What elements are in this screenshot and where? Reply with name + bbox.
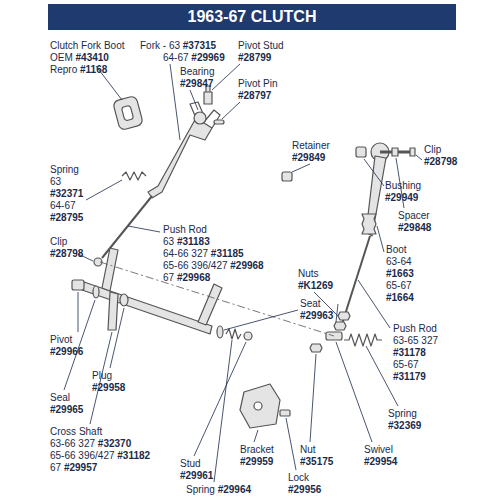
stud bbox=[244, 332, 252, 340]
part-label: Plug bbox=[92, 370, 112, 382]
part-label: Nuts bbox=[298, 268, 319, 280]
part-label: 63-64 bbox=[386, 256, 412, 268]
part-label: Cross Shaft bbox=[50, 426, 102, 438]
part-number: #28795 bbox=[50, 212, 83, 224]
part-label: Spacer bbox=[398, 210, 430, 222]
pivot-pin bbox=[214, 120, 224, 124]
part-label: 63 #31183 bbox=[163, 236, 210, 248]
part-label: Fork - 63 #37315 bbox=[140, 40, 216, 52]
cross-shaft bbox=[82, 282, 212, 334]
part-number: #29956 bbox=[288, 484, 321, 496]
part-label: 63 bbox=[50, 176, 61, 188]
part-number: #28798 bbox=[424, 156, 457, 168]
part-number: #29949 bbox=[385, 192, 418, 204]
part-number: #29849 bbox=[292, 152, 325, 164]
pivot bbox=[72, 280, 84, 290]
part-label: Seal bbox=[50, 392, 70, 404]
part-number: #28798 bbox=[50, 248, 83, 260]
part-label: Repro #1168 bbox=[50, 64, 107, 76]
part-number: #29965 bbox=[50, 404, 83, 416]
part-label: Stud bbox=[180, 458, 201, 470]
part-label: 64-67 #29969 bbox=[163, 52, 225, 64]
part-label: 65-66 396/427 #31182 bbox=[50, 450, 150, 462]
seal bbox=[93, 286, 99, 298]
part-label: Retainer bbox=[292, 140, 330, 152]
spring-29964 bbox=[226, 329, 241, 339]
part-label: 65-67 bbox=[386, 280, 412, 292]
part-label: Pivot Stud bbox=[238, 40, 284, 52]
part-label: 67 #29957 bbox=[50, 462, 97, 474]
part-label: Pivot Pin bbox=[238, 78, 277, 90]
nut-35175 bbox=[310, 344, 322, 352]
fork-spring bbox=[122, 172, 146, 180]
part-number: #32371 bbox=[50, 188, 83, 200]
part-number: #29966 bbox=[50, 346, 83, 358]
part-number: #32369 bbox=[388, 420, 421, 432]
part-label: Pivot bbox=[50, 334, 72, 346]
bracket bbox=[240, 384, 280, 428]
part-label: OEM #43410 bbox=[50, 52, 109, 64]
part-label: Push Rod bbox=[163, 224, 207, 236]
part-label: 65-66 396/427 #29968 bbox=[163, 260, 264, 272]
clutch-fork bbox=[148, 118, 212, 198]
part-number: #29959 bbox=[240, 456, 273, 468]
part-label: 63-66 327 #32370 bbox=[50, 438, 131, 450]
part-label: 64-66 327 #31185 bbox=[163, 248, 244, 260]
part-number: #29961 bbox=[180, 470, 213, 482]
part-number: #29847 bbox=[180, 78, 213, 90]
part-label: Clip bbox=[424, 144, 441, 156]
part-label: Clutch Fork Boot bbox=[50, 40, 124, 52]
part-label: Push Rod bbox=[393, 323, 437, 335]
bushing bbox=[356, 147, 366, 157]
part-label: Swivel bbox=[364, 444, 393, 456]
part-label: Bracket bbox=[240, 444, 274, 456]
part-number: #28797 bbox=[238, 90, 271, 102]
part-label: 63-65 327 bbox=[393, 335, 438, 347]
part-number: #29848 bbox=[398, 222, 431, 234]
plug bbox=[120, 294, 128, 306]
pedal-push-rod bbox=[342, 236, 370, 324]
part-label: Spring bbox=[50, 164, 79, 176]
part-label: Bushing bbox=[385, 180, 421, 192]
part-label: Bearing bbox=[180, 66, 214, 78]
spacer bbox=[392, 148, 398, 156]
part-label: Boot bbox=[386, 244, 407, 256]
part-number: #K1269 bbox=[298, 280, 333, 292]
part-label: Spring bbox=[388, 408, 417, 420]
part-label: Nut bbox=[300, 444, 316, 456]
part-number: #29954 bbox=[364, 456, 397, 468]
part-label: 64-67 bbox=[50, 200, 76, 212]
part-number: #29958 bbox=[92, 382, 125, 394]
part-number: #35175 bbox=[300, 456, 333, 468]
part-number: #28799 bbox=[238, 52, 271, 64]
part-label: Seat bbox=[300, 298, 321, 310]
part-number: #1663 bbox=[386, 268, 414, 280]
part-label: 65-67 bbox=[393, 359, 419, 371]
fork-boot bbox=[113, 95, 144, 130]
title-banner: 1963-67 CLUTCH bbox=[48, 4, 456, 30]
part-number: #31178 bbox=[393, 347, 426, 359]
leader-lines bbox=[64, 64, 422, 482]
part-label: 67 #29968 bbox=[163, 272, 210, 284]
bearing bbox=[194, 112, 206, 124]
part-label: Clip bbox=[50, 236, 67, 248]
boot bbox=[362, 214, 376, 234]
part-number: #31179 bbox=[393, 371, 426, 383]
part-label: Lock bbox=[288, 472, 309, 484]
part-number: #1664 bbox=[386, 292, 414, 304]
clip-right bbox=[410, 148, 415, 156]
retainer bbox=[282, 172, 292, 181]
part-label: Spring #29964 bbox=[186, 484, 251, 496]
lock bbox=[280, 410, 290, 416]
spring-32369 bbox=[344, 334, 382, 346]
part-number: #29963 bbox=[300, 310, 333, 322]
seat bbox=[217, 326, 223, 338]
